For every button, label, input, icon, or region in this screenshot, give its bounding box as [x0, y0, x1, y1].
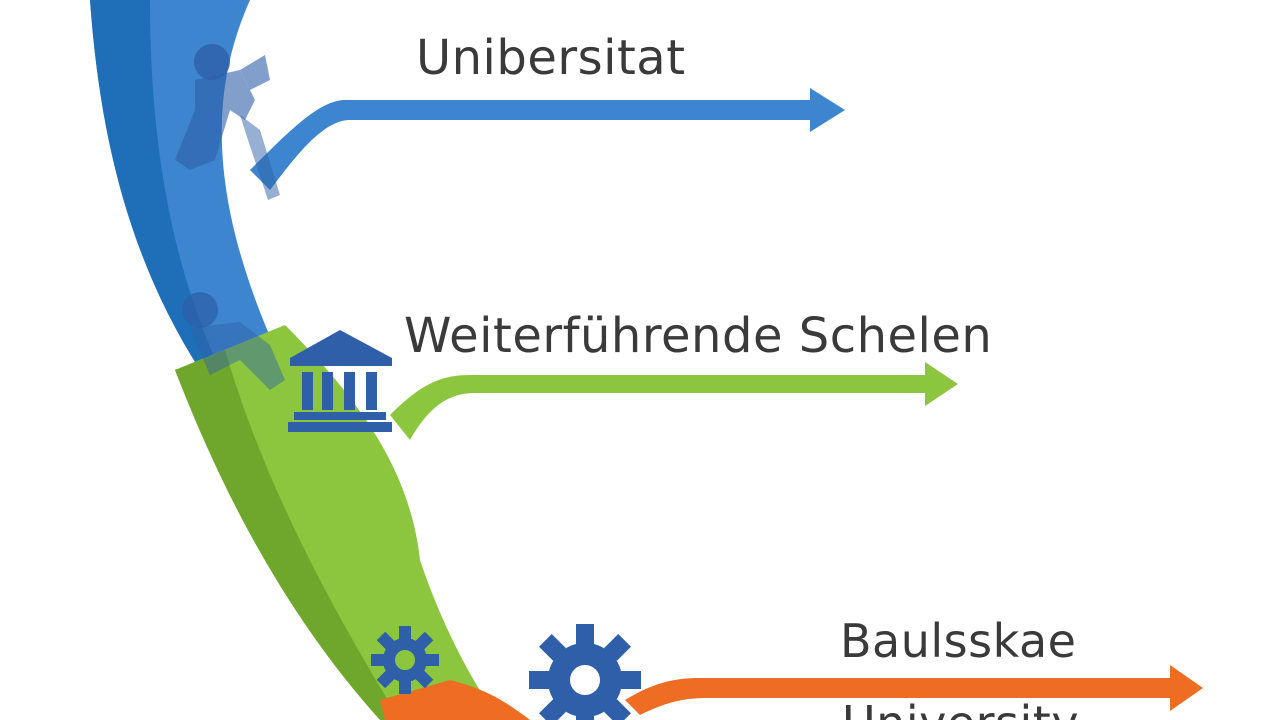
building-step [294, 412, 386, 420]
building-column-4 [366, 372, 377, 410]
path-band-orange [380, 680, 530, 720]
path-band-green [175, 325, 500, 720]
stage-label-secondary-school: Weiterführende Schelen [404, 308, 993, 364]
person-head-2 [182, 292, 218, 328]
path-band-blue-shade [90, 0, 220, 370]
person-body-2 [190, 322, 285, 390]
gear-small-ring [383, 638, 427, 682]
person-body [175, 70, 255, 170]
branch-arrow-orange [625, 665, 1203, 715]
path-band-green-shade [175, 350, 400, 720]
stage-label-university: Unibersitat [416, 30, 686, 86]
gear-icon-small [371, 626, 439, 694]
institution-building-icon [288, 330, 392, 432]
branch-arrow-blue [250, 88, 845, 190]
building-base [288, 422, 392, 432]
building-roof [290, 330, 392, 366]
branch-arrow-green [390, 362, 958, 440]
stage-label-basic-school: Baulsskae [840, 614, 1077, 668]
person-head [194, 44, 230, 80]
stage-label-cutoff: University [842, 700, 1079, 720]
gear-ring [548, 643, 622, 717]
building-column-2 [322, 372, 333, 410]
climbing-person-icon [175, 44, 280, 200]
climbing-person-icon-2 [182, 292, 285, 390]
person-leg [240, 115, 280, 200]
gear-icon [529, 624, 641, 720]
person-arm [240, 55, 270, 90]
building-column-1 [302, 372, 313, 410]
building-column-3 [344, 372, 355, 410]
